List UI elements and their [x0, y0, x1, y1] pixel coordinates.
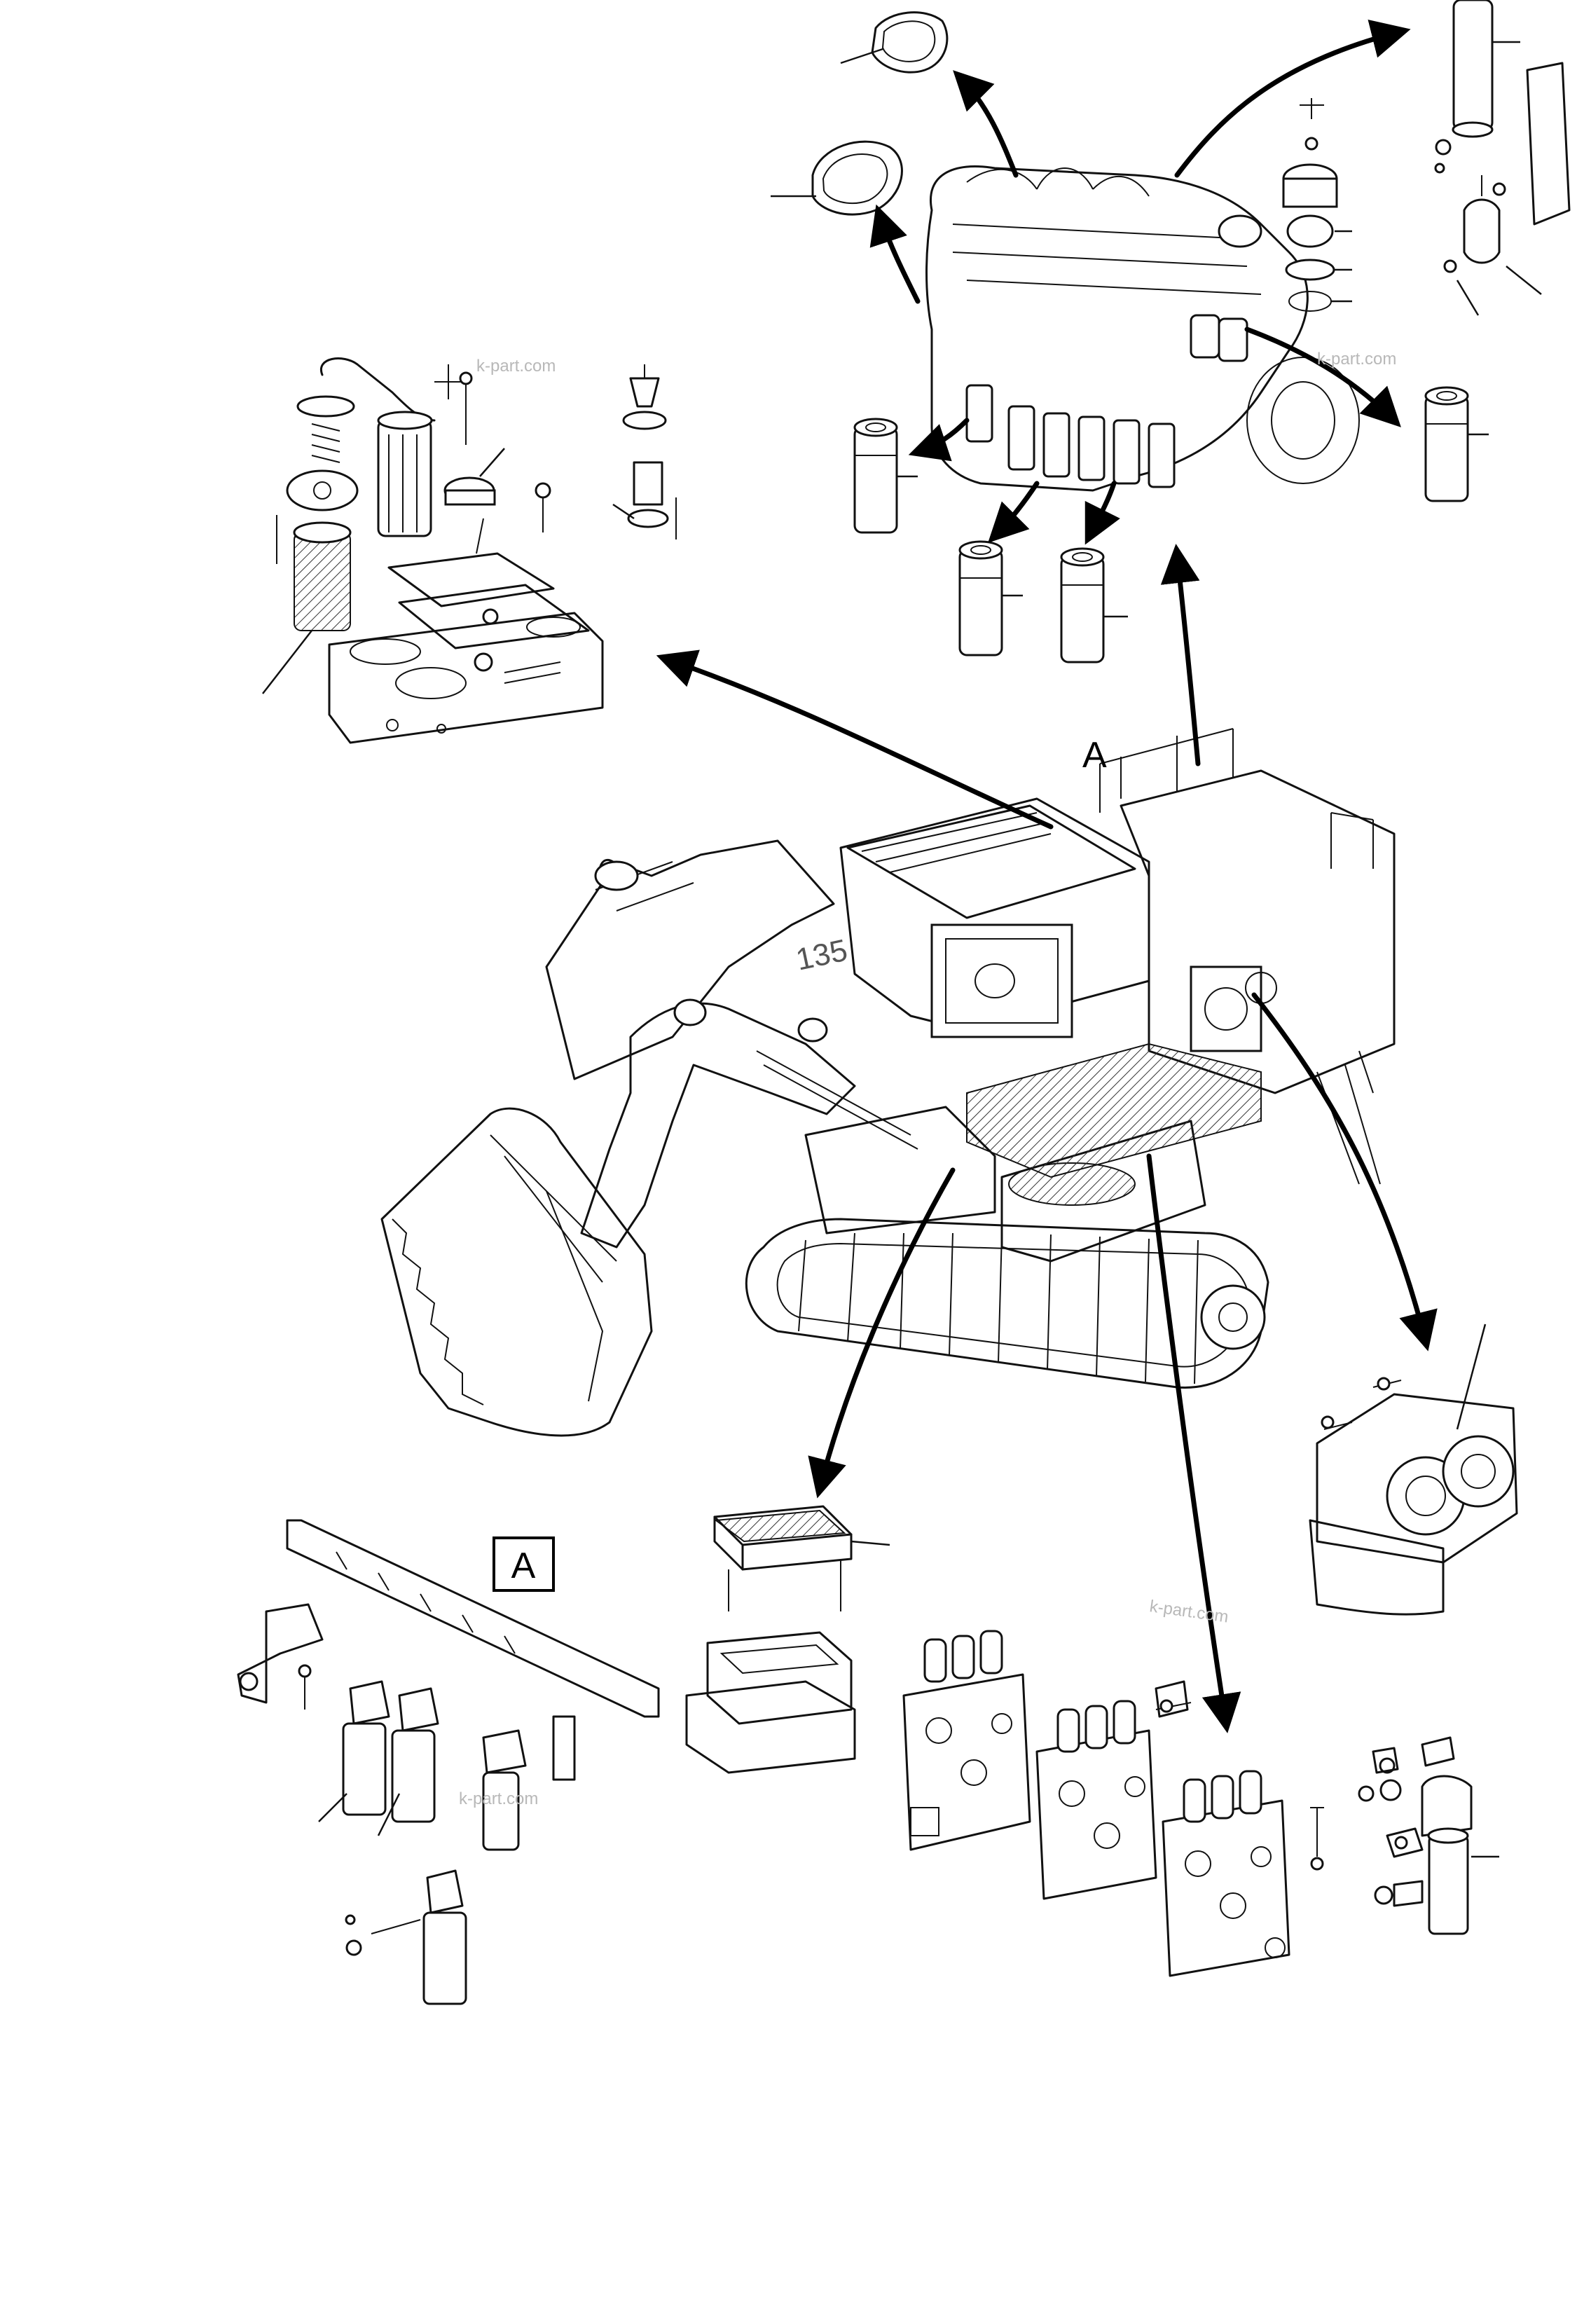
arrows: [656, 20, 1438, 1733]
watermark: k-part.com: [476, 357, 556, 376]
control-valve-3: [1162, 1770, 1290, 1977]
air-filter-housing: [685, 1631, 856, 1774]
oil-filter-right: [1424, 386, 1489, 502]
excavator-main-view: 135: [380, 728, 1396, 1437]
intake-gasket-upper: [840, 11, 949, 74]
air-filter-element: [713, 1505, 890, 1611]
intake-gasket-lower: [771, 140, 903, 216]
control-valve-1: [902, 1630, 1031, 1851]
control-valve-assembly: [902, 1630, 1499, 1977]
control-valve-2: [1035, 1680, 1192, 1900]
engine-assembly: [925, 165, 1360, 492]
return-filter-4: [345, 1869, 467, 2005]
hydraulic-pump: [1309, 1323, 1518, 1616]
oil-filter-center-1: [958, 540, 1023, 656]
hydraulic-tank-filter-assembly: [262, 357, 677, 744]
watermark: k-part.com: [459, 1789, 538, 1808]
return-filter-3: [482, 1729, 527, 1851]
return-filter-2: [377, 1687, 439, 1836]
oil-filter-center-2: [1060, 547, 1128, 663]
machine-number: 135: [793, 933, 851, 977]
watermark: k-part.com: [1148, 1597, 1230, 1627]
view-a-marker: A: [1082, 735, 1107, 776]
view-a-frame-assembly: [237, 1519, 660, 2005]
breather-assembly: [1282, 98, 1352, 312]
return-filter-1: [318, 1680, 390, 1822]
view-a-callout: A: [493, 1536, 555, 1592]
fuel-filter-assembly: [1434, 0, 1571, 316]
oil-filter-left: [853, 418, 918, 534]
view-a-callout-label: A: [511, 1546, 536, 1586]
pressure-line-filter: [1358, 1736, 1499, 1935]
watermark: k-part.com: [1317, 350, 1396, 369]
